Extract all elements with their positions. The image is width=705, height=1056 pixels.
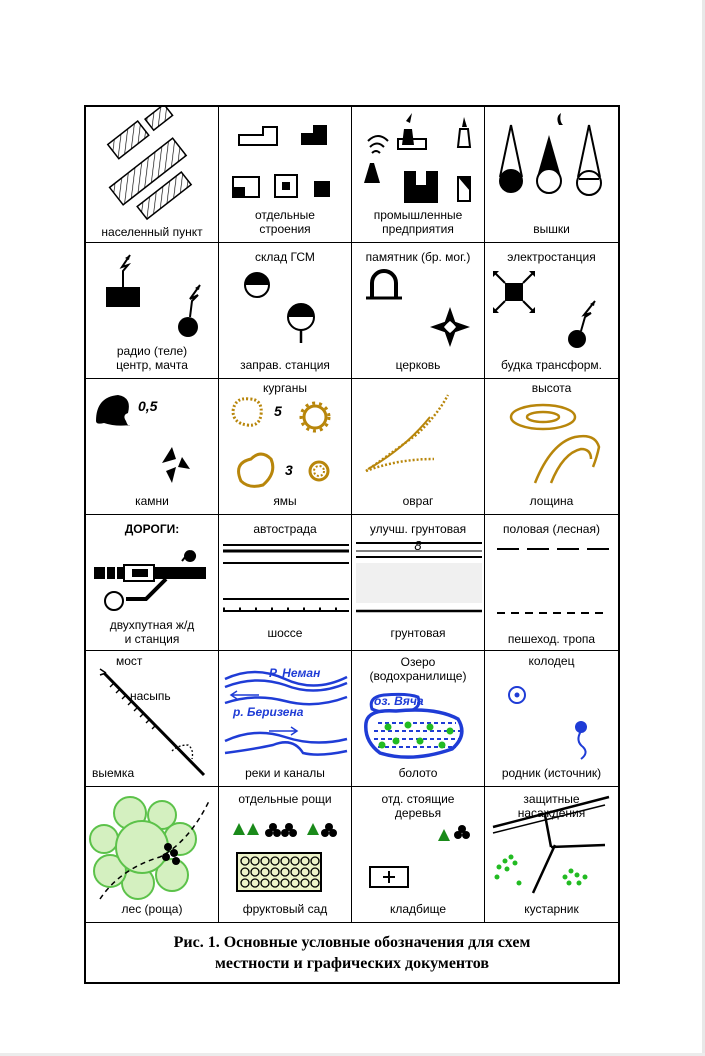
buildings-icon [232,125,330,198]
page-bottom-edge [0,1053,705,1056]
stone-height-value: 0,5 [138,398,158,414]
cell-mounds-title: курганы [263,381,307,395]
cell-stones: 0,5 камни [86,379,219,515]
cell-forest-road-label: пешеход. тропа [507,632,596,646]
cell-lake-title: Озеро (водохранилище) [369,655,467,683]
cell-industrial: промышленные предприятия [352,107,485,243]
cell-bridge: мост насыпь выемка [86,651,219,787]
cell-industrial-label: промышленные предприятия [373,208,463,236]
cell-radio-center-label: радио (теле) центр, мачта [116,344,188,372]
cell-well-label: родник (источник) [501,766,602,780]
shelterbelt-shrub-icon [492,795,610,894]
towers-icon [499,113,602,196]
stones-icon [96,395,190,483]
cell-towers-label: вышки [533,222,570,236]
cell-groves-label: фруктовый сад [242,902,328,916]
embankment-label: насыпь [130,689,171,703]
cell-fuel-depot-title: склад ГСМ [255,250,315,264]
cell-mounds: курганы 5 3 ямы [219,379,352,515]
cell-radio-center: радио (теле) центр, мачта [86,243,219,379]
cell-bridge-label: выемка [92,766,135,780]
cell-shelterbelts: защитные насаждения кустарник [485,787,618,923]
legend-grid: населенный пункт отдельные строения [86,107,618,923]
railway-icon [94,550,206,611]
highway-icon [223,544,349,612]
cell-groves: отдельные рощи фруктовый сад [219,787,352,923]
river-name-2: р. Беризена [233,705,304,719]
cell-improved-dirt-road-title: улучш. грунтовая [369,522,467,536]
cell-improved-dirt-road-label: грунтовая [390,626,446,640]
factory-icon [364,113,472,203]
cell-hill-label: лощина [529,494,574,508]
cell-monument-title: памятник (бр. мог.) [365,250,471,264]
mounds-icon [231,397,331,488]
cell-well: колодец родник (источник) [485,651,618,787]
cell-shelterbelts-label: кустарник [524,902,579,916]
cell-rivers-label: реки и каналы [245,766,325,780]
monument-icon [366,269,470,347]
cell-lake: Озеро (водохранилище) оз. Вяча болото [352,651,485,787]
lake-name: оз. Вяча [374,694,424,708]
cell-fuel-depot-label: заправ. станция [240,358,330,372]
forest-road-icon [497,548,609,614]
ravine-icon [365,394,450,473]
cell-stones-label: камни [135,494,169,508]
cell-power-station: электростанция будка трансформ. [485,243,618,379]
cell-single-trees: отд. стоящие деревья кладбище [352,787,485,923]
cell-highway-title: автострада [253,522,317,536]
river-name-1: Р. Неман [269,666,321,680]
trees-cemetery-icon [369,825,470,888]
fuel-depot-icon [244,272,315,343]
groves-orchard-icon [233,823,337,892]
cell-towers: вышки [485,107,618,243]
cell-forest-road: половая (лесная) пешеход. тропа [485,515,618,651]
cell-single-trees-label: кладбище [389,902,447,916]
cell-highway: автострада шоссе [219,515,352,651]
dirt-road-icon [356,542,482,613]
cell-power-station-label: будка трансформ. [500,358,602,372]
bridge-embankment-icon [99,668,206,777]
cell-ravine: овраг [352,379,485,515]
cell-highway-label: шоссе [267,626,303,640]
road-width-value: 8 [414,538,422,553]
power-station-icon [493,271,596,348]
cell-well-title: колодец [528,654,575,668]
cell-monument-label: церковь [395,358,441,372]
cell-railway-label: двухпутная ж/д и станция [109,618,195,646]
cell-settlement-label: населенный пункт [101,225,203,239]
cell-fuel-depot: склад ГСМ заправ. станция [219,243,352,379]
page-edge [702,0,705,1056]
pit-depth-3: 3 [285,462,293,478]
figure-caption: Рис. 1. Основные условные обозначения дл… [173,934,531,972]
cell-monument: памятник (бр. мог.) церковь [352,243,485,379]
cell-forest-road-title: половая (лесная) [503,522,600,536]
cell-forest-label: лес (роща) [121,902,183,916]
mound-height-5: 5 [274,403,282,419]
cell-single-trees-title: отд. стоящие деревья [381,792,455,820]
forest-icon [89,796,211,900]
cell-mounds-label: ямы [273,494,297,508]
cell-separate-buildings-label: отдельные строения [255,208,315,236]
cell-hill-title: высота [531,381,572,395]
cell-power-station-title: электростанция [507,250,596,264]
rivers-icon [224,670,348,756]
lake-swamp-icon [364,692,464,759]
cell-hill: высота лощина [485,379,618,515]
cell-bridge-title: мост [116,654,143,668]
cell-railway: ДОРОГИ: двухпутная ж/д и станция [86,515,219,651]
legend-table: населенный пункт отдельные строения [84,105,620,984]
well-spring-icon [508,686,587,760]
cell-lake-label: болото [398,766,438,780]
cell-ravine-label: овраг [402,494,434,508]
cell-rivers: Р. Неман р. Беризена реки и каналы [219,651,352,787]
cell-improved-dirt-road: улучш. грунтовая 8 грунтовая [352,515,485,651]
cell-railway-title: ДОРОГИ: [124,522,180,536]
radio-mast-icon [106,254,201,337]
cell-forest: лес (роща) [86,787,219,923]
settlement-icon [106,107,193,221]
hill-icon [509,403,601,484]
cell-settlement: населенный пункт [86,107,219,243]
cell-groves-title: отдельные рощи [238,792,332,806]
cell-separate-buildings: отдельные строения [219,107,352,243]
